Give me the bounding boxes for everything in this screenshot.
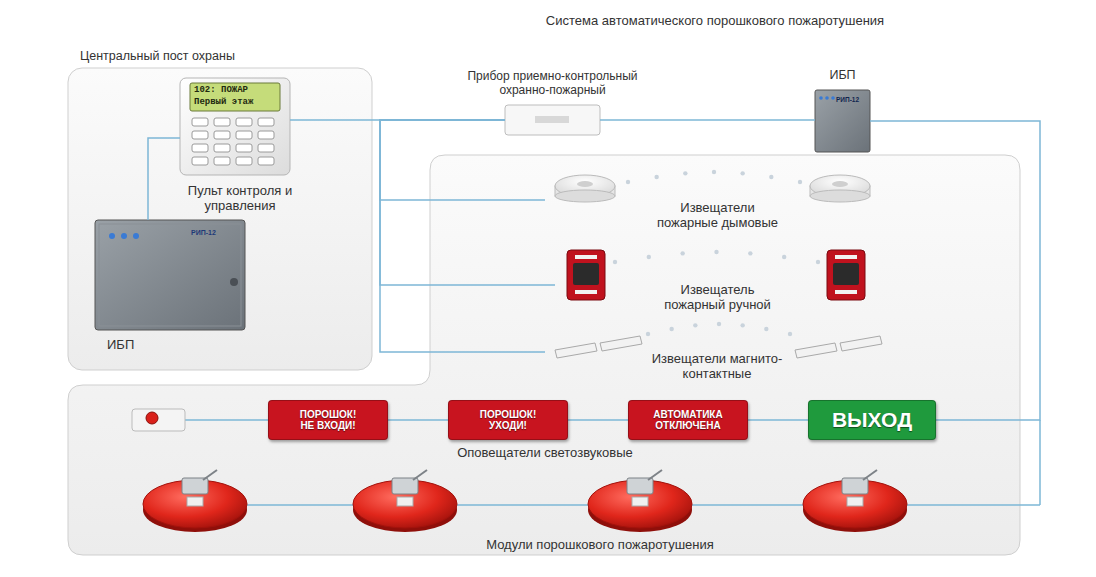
ups-box — [815, 90, 870, 152]
wire — [568, 419, 628, 421]
node-label: Извещатели магнито-контактные — [647, 352, 787, 382]
node-label: РИП-12 — [836, 96, 868, 103]
sign-text: ПОРОШОК! УХОДИ! — [472, 409, 544, 431]
guard-post-outline — [68, 68, 372, 370]
magnetic-contact — [795, 336, 882, 358]
manual-call-point — [567, 250, 605, 300]
wire — [600, 119, 815, 121]
detector-group: Извещатели магнито-контактные — [545, 328, 890, 386]
wire — [380, 120, 545, 352]
powder-module — [588, 470, 692, 532]
magnetic-contact — [555, 336, 642, 358]
control-keypad: 102: ПОЖАРПервый этажПульт контроля и уп… — [180, 78, 290, 175]
sign-text: ПОРОШОК! НЕ ВХОДИ! — [292, 409, 364, 431]
detector-group: Извещатели пожарные дымовые — [545, 160, 890, 232]
wire — [388, 419, 448, 421]
node-label: РИП-12 — [191, 229, 239, 237]
start-button — [132, 409, 185, 431]
node-label: Пульт контроля и управления — [186, 184, 294, 214]
powder-module — [803, 470, 907, 532]
node-label: 102: ПОЖАР — [194, 85, 276, 95]
sign-text: ВЫХОД — [832, 408, 912, 431]
smoke-detector — [810, 175, 870, 202]
warning-sign: ПОРОШОК! НЕ ВХОДИ! — [268, 400, 388, 440]
warning-sign: АВТОМАТИКА ОТКЛЮЧЕНА — [628, 400, 748, 440]
caption-label: Оповещатели светозвуковые — [440, 446, 650, 461]
wire — [380, 120, 555, 285]
ups-box: ИБПРИП-12 — [815, 90, 870, 152]
sign-text: АВТОМАТИКА ОТКЛЮЧЕНА — [640, 409, 736, 431]
wire — [380, 120, 545, 200]
powder-module — [143, 470, 247, 532]
node-label: Прибор приемно-контрольный охранно-пожар… — [450, 70, 655, 98]
diagram-title: Система автоматического порошкового пожа… — [455, 14, 975, 29]
node-label: Извещатели пожарные дымовые — [655, 201, 780, 231]
powder-module — [353, 470, 457, 532]
ups-box — [95, 220, 245, 330]
smoke-detector — [555, 175, 615, 202]
node-label: Извещатель пожарный ручной — [655, 283, 780, 313]
manual-call-point — [827, 250, 865, 300]
warning-sign: ПОРОШОК! УХОДИ! — [448, 400, 568, 440]
node-label: Центральный пост охраны — [80, 49, 360, 63]
wire — [748, 419, 808, 421]
ups-box: РИП-12ИБП — [95, 220, 245, 330]
node-label: ИБП — [107, 338, 167, 353]
wire — [148, 138, 180, 220]
detector-group: Извещатель пожарный ручной — [555, 245, 880, 315]
caption-label: Модули порошкового пожаротушения — [450, 538, 750, 553]
system-area-outline — [68, 155, 1020, 555]
wire — [870, 121, 1040, 420]
node-label: ИБП — [805, 68, 880, 82]
keypad-device — [180, 78, 290, 175]
guard-post-panel: Центральный пост охраны 102: ПОЖАР Первый … — [68, 45, 372, 370]
control-device: Прибор приемно-контрольный охранно-пожар… — [505, 105, 600, 135]
exit-sign: ВЫХОД — [808, 400, 936, 440]
node-label: Первый этаж — [194, 97, 276, 107]
control-device — [505, 105, 600, 135]
